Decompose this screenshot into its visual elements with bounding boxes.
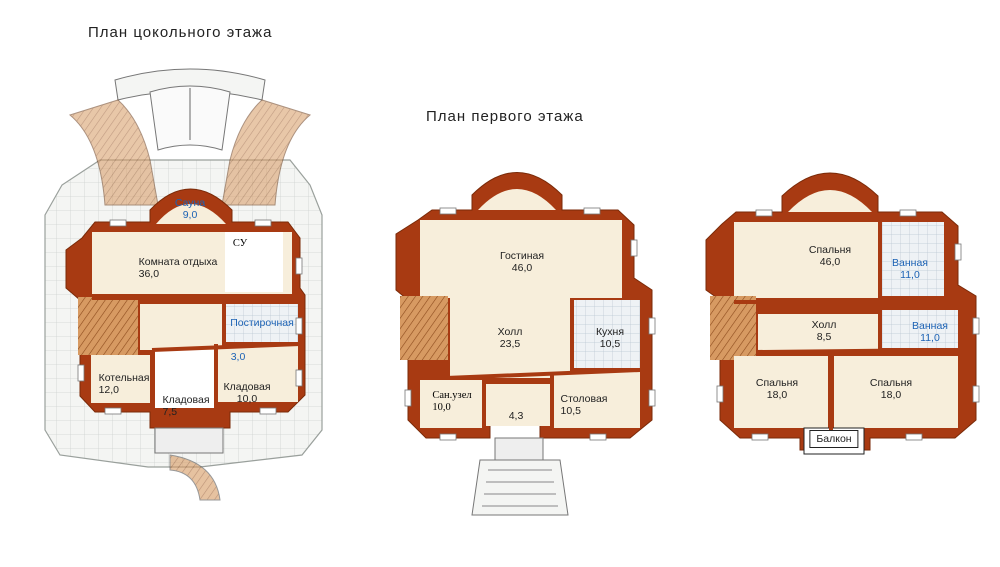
label-su: СУ [232,238,248,249]
basement-entry-stair [154,427,224,501]
basement-grand-staircase [68,68,312,206]
basement-plan [44,68,323,501]
label-vestibule: 4,3 [508,410,524,422]
basement-title: План цокольного этажа [88,24,273,41]
first-floor-plan [395,172,656,516]
label-balcony: Балкон [809,430,859,448]
label-laundry: Постирочная [230,317,294,329]
first-floor-entry-stair [471,437,569,516]
label-laundry-area: 3,0 [230,351,246,363]
first-floor-title: План первого этажа [426,108,584,125]
second-floor-plan [705,172,980,455]
